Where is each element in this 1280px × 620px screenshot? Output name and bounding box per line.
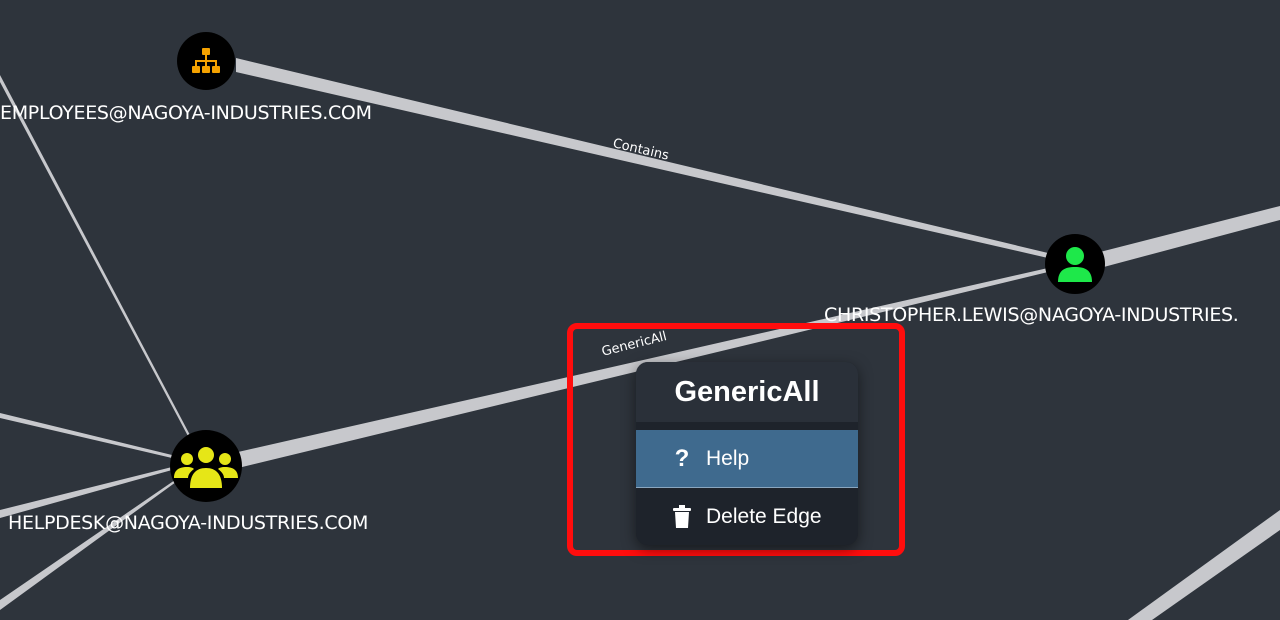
edge-contains[interactable] — [236, 58, 1048, 258]
user-icon — [1058, 247, 1092, 282]
edge-left-top[interactable] — [0, 413, 172, 458]
highlight-box — [567, 323, 905, 556]
edge-christopher-right[interactable] — [1100, 206, 1280, 268]
node-label-christopher: CHRISTOPHER.LEWIS@NAGOYA-INDUSTRIES. — [824, 304, 1239, 326]
edge-left-low[interactable] — [0, 480, 176, 610]
edge-context-menu: GenericAll ? Help Delete Edge — [636, 362, 858, 545]
question-icon: ? — [674, 444, 690, 472]
menu-item-delete-edge[interactable]: Delete Edge — [636, 488, 858, 545]
org-chart-icon — [192, 48, 220, 73]
menu-item-help-label: Help — [706, 446, 750, 470]
edge-left-mid[interactable] — [0, 467, 172, 518]
node-helpdesk[interactable] — [170, 430, 242, 502]
node-employees[interactable] — [177, 32, 235, 90]
edge-bottom-right[interactable] — [1128, 510, 1280, 620]
node-christopher[interactable] — [1045, 234, 1105, 294]
menu-item-help[interactable]: ? Help — [636, 430, 858, 488]
node-label-employees: EMPLOYEES@NAGOYA-INDUSTRIES.COM — [0, 102, 372, 124]
context-menu-title: GenericAll — [636, 362, 858, 422]
group-icon — [174, 447, 238, 488]
node-label-helpdesk: HELPDESK@NAGOYA-INDUSTRIES.COM — [8, 512, 369, 534]
edge-top-diagonal[interactable] — [0, 75, 191, 438]
menu-item-delete-edge-label: Delete Edge — [706, 504, 822, 528]
trash-icon — [670, 504, 694, 529]
